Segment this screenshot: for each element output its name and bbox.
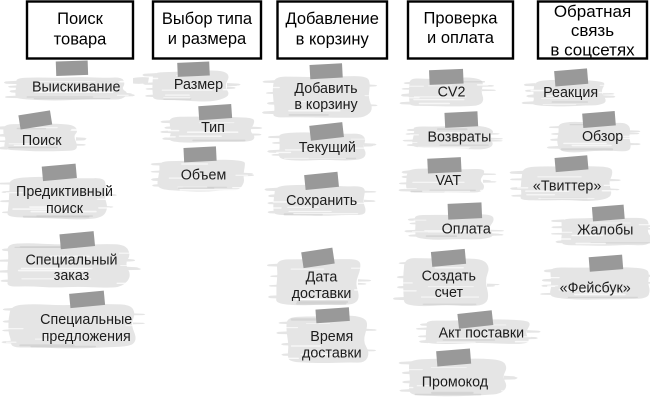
svg-text:Акт поставки: Акт поставки [439,325,525,341]
svg-text:заказ: заказ [54,268,90,284]
svg-text:и размера: и размера [168,30,247,48]
svg-text:поиск: поиск [46,201,84,217]
svg-text:Предиктивный: Предиктивный [16,184,113,200]
svg-text:счет: счет [435,285,464,301]
svg-text:доставки: доставки [302,346,362,362]
svg-text:товара: товара [54,30,107,48]
svg-text:Проверка: Проверка [424,9,499,27]
svg-text:Выискивание: Выискивание [32,80,120,96]
svg-text:Выбор типа: Выбор типа [162,10,253,28]
svg-text:Оплата: Оплата [442,222,491,238]
svg-text:Специальный: Специальный [25,252,117,268]
svg-text:CV2: CV2 [438,85,466,101]
svg-text:Добавить: Добавить [294,81,357,97]
svg-text:Дата: Дата [306,269,338,285]
svg-text:Реакция: Реакция [543,85,598,101]
svg-text:в корзину: в корзину [294,97,358,113]
svg-text:«Фейсбук»: «Фейсбук» [560,280,631,296]
svg-text:Размер: Размер [174,77,223,93]
svg-text:«Твиттер»: «Твиттер» [533,179,601,195]
svg-text:Текущий: Текущий [299,140,356,156]
svg-text:Сохранить: Сохранить [286,193,357,209]
svg-text:Обзор: Обзор [582,129,623,145]
svg-text:Промокод: Промокод [422,374,489,390]
svg-text:и оплата: и оплата [427,29,495,47]
svg-text:Специальные: Специальные [40,312,132,328]
svg-text:Жалобы: Жалобы [577,223,633,239]
svg-text:Тип: Тип [201,120,225,136]
svg-text:Время: Время [310,329,353,345]
svg-text:предложения: предложения [42,329,131,345]
svg-text:Обратная: Обратная [554,2,631,21]
svg-text:Добавление: Добавление [285,10,378,28]
svg-text:VAT: VAT [435,173,461,189]
svg-text:в соцсетях: в соцсетях [550,40,635,59]
svg-text:Поиск: Поиск [22,133,62,149]
svg-text:связь: связь [571,21,614,40]
svg-text:Объем: Объем [181,167,227,183]
svg-text:Возвраты: Возвраты [427,129,491,145]
svg-text:в корзину: в корзину [296,30,370,48]
svg-text:Поиск: Поиск [57,10,104,28]
svg-text:доставки: доставки [292,286,352,302]
svg-text:Создать: Создать [422,268,476,284]
